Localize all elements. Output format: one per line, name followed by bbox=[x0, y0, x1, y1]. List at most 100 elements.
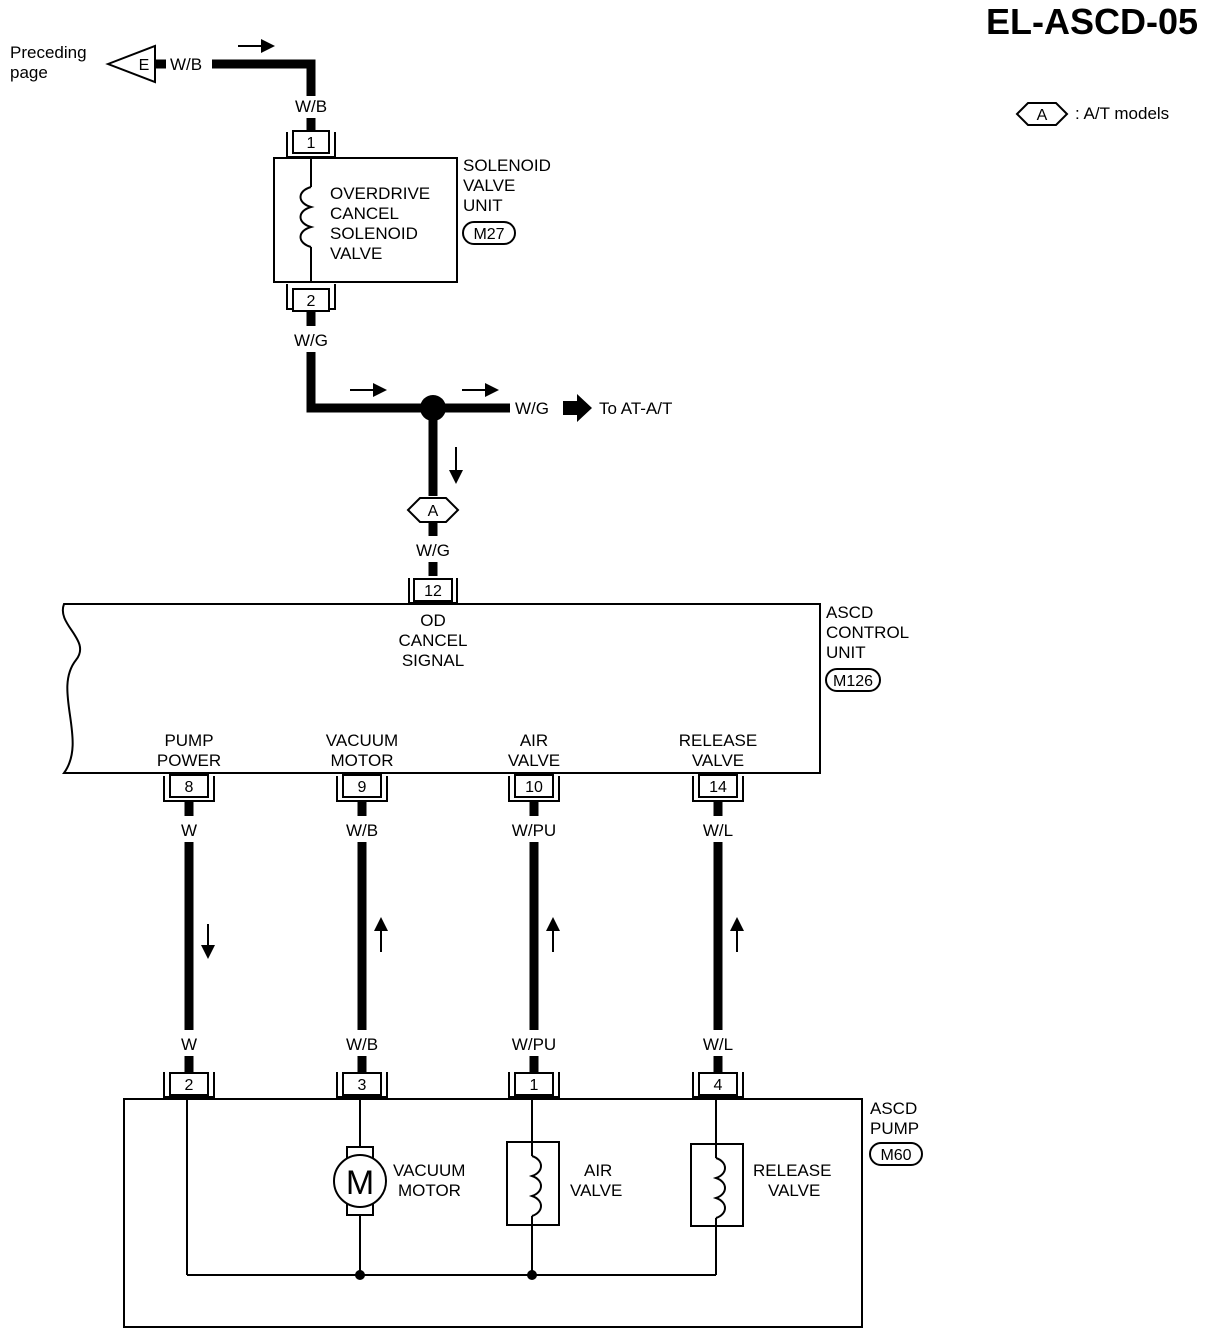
solenoid-pin-top: 1 bbox=[307, 135, 316, 152]
pump-pin: 4 bbox=[714, 1077, 723, 1094]
offpage-wire-color: W/B bbox=[170, 55, 202, 74]
terminal-label-vacuum-motor-line2: MOTOR bbox=[331, 751, 394, 770]
wire-color-top: W/PU bbox=[512, 821, 556, 840]
circuit-vacuum-motor: 9 W/B W/B 3 bbox=[336, 774, 388, 1098]
terminal-label-air-valve-line1: AIR bbox=[520, 731, 548, 750]
offpage-connector-in: Preceding page E W/B bbox=[10, 43, 202, 84]
pin-box bbox=[514, 1072, 554, 1096]
air-valve-label-line2: VALVE bbox=[570, 1181, 622, 1200]
ascd-control-unit: 12 OD CANCEL SIGNAL ASCD CONTROL UNIT M1… bbox=[61, 578, 909, 774]
offpage-label-line1: Preceding bbox=[10, 43, 87, 62]
wire-color-bottom: W/L bbox=[703, 1035, 733, 1054]
coil-icon bbox=[528, 1155, 542, 1217]
motor-symbol: M bbox=[346, 1164, 374, 1202]
pump-connector-badge bbox=[869, 1142, 923, 1166]
terminal-label-vacuum-motor-line1: VACUUM bbox=[326, 731, 398, 750]
solenoid-connector-badge bbox=[462, 221, 516, 245]
motor-icon bbox=[333, 1154, 387, 1208]
wire-color-top: W/B bbox=[346, 821, 378, 840]
vacuum-motor-label-line2: MOTOR bbox=[398, 1181, 461, 1200]
pump-box bbox=[123, 1098, 863, 1328]
pin-box bbox=[292, 130, 330, 154]
control-pin: 9 bbox=[358, 779, 367, 796]
option-marker-letter: A bbox=[428, 503, 439, 520]
pin-box bbox=[169, 774, 209, 798]
solenoid-wire-top-label: W/B bbox=[295, 97, 327, 116]
pin-box bbox=[342, 774, 382, 798]
air-valve-label-line1: AIR bbox=[584, 1161, 612, 1180]
solenoid-unit-box bbox=[273, 157, 458, 283]
pin-box bbox=[342, 1072, 382, 1096]
legend-option-symbol bbox=[1015, 102, 1069, 126]
legend: A : A/T models bbox=[1015, 102, 1169, 126]
pump-pin: 1 bbox=[530, 1077, 539, 1094]
circuit-air-valve: 10 W/PU W/PU 1 bbox=[508, 774, 560, 1098]
solenoid-pin-bottom: 2 bbox=[307, 293, 316, 310]
wire-color-bottom: W/B bbox=[346, 1035, 378, 1054]
connector-bracket bbox=[508, 1072, 560, 1098]
solenoid-connector-id: M27 bbox=[473, 226, 504, 243]
wire-color-bottom: W bbox=[181, 1035, 197, 1054]
solenoid-component-line4: VALVE bbox=[330, 244, 382, 263]
junction-dot bbox=[355, 1270, 365, 1280]
ascd-pump: ASCD PUMP M60 M VACUUM MOTOR AIR VALVE bbox=[123, 1098, 923, 1328]
circuit-pump-power: 8 W W 2 bbox=[163, 774, 215, 1098]
pump-name-line2: PUMP bbox=[870, 1119, 919, 1138]
pin-box bbox=[514, 774, 554, 798]
control-od-pin: 12 bbox=[424, 583, 442, 600]
terminal-label-pump-power-line1: PUMP bbox=[164, 731, 213, 750]
terminal-label-release-valve-line2: VALVE bbox=[692, 751, 744, 770]
connector-bracket bbox=[336, 1072, 388, 1098]
control-unit-name-line3: UNIT bbox=[826, 643, 866, 662]
pump-name-line1: ASCD bbox=[870, 1099, 917, 1118]
control-unit-name-line2: CONTROL bbox=[826, 623, 909, 642]
release-valve-label-line2: VALVE bbox=[768, 1181, 820, 1200]
wire-color-top: W bbox=[181, 821, 197, 840]
pin-box bbox=[169, 1072, 209, 1096]
control-pin: 14 bbox=[709, 779, 727, 796]
control-unit-name-line1: ASCD bbox=[826, 603, 873, 622]
terminal-label-pump-power-line2: POWER bbox=[157, 751, 221, 770]
control-unit-box bbox=[61, 603, 821, 774]
pin-box bbox=[698, 1072, 738, 1096]
od-label-line1: OD bbox=[420, 611, 446, 630]
connector-bracket bbox=[692, 1072, 744, 1098]
to-arrow-icon bbox=[563, 394, 592, 422]
circuit-release-valve: 14 W/L W/L 4 bbox=[692, 774, 744, 1098]
wire-color-top: W/L bbox=[703, 821, 733, 840]
od-label-line2: CANCEL bbox=[399, 631, 468, 650]
pin-box bbox=[413, 578, 453, 602]
solenoid-unit-name-line2: VALVE bbox=[463, 176, 515, 195]
option-marker-symbol bbox=[406, 497, 460, 523]
solenoid-valve-unit: 1 OVERDRIVE CANCEL SOLENOID VALVE SOLENO… bbox=[273, 130, 551, 312]
solenoid-component-line1: OVERDRIVE bbox=[330, 184, 430, 203]
pump-pin: 3 bbox=[358, 1077, 367, 1094]
connector-bracket bbox=[163, 1072, 215, 1098]
solenoid-wire-bottom-label: W/G bbox=[294, 331, 328, 350]
option-wire-color: W/G bbox=[416, 541, 450, 560]
terminal-label-release-valve-line1: RELEASE bbox=[679, 731, 757, 750]
control-pin: 8 bbox=[185, 779, 194, 796]
vacuum-motor-label-line1: VACUUM bbox=[393, 1161, 465, 1180]
wire-color-bottom: W/PU bbox=[512, 1035, 556, 1054]
junction-dot bbox=[527, 1270, 537, 1280]
branch-wire-color: W/G bbox=[515, 399, 549, 418]
coil-icon bbox=[712, 1157, 726, 1219]
offpage-connector-letter: E bbox=[139, 57, 150, 74]
pump-pin: 2 bbox=[185, 1077, 194, 1094]
od-label-line3: SIGNAL bbox=[402, 651, 464, 670]
offpage-label-line2: page bbox=[10, 63, 48, 82]
coil-icon bbox=[299, 186, 315, 248]
wire-wb-feed bbox=[212, 59, 316, 96]
solenoid-component-line3: SOLENOID bbox=[330, 224, 418, 243]
page-code: EL-ASCD-05 bbox=[986, 1, 1198, 42]
solenoid-unit-name-line1: SOLENOID bbox=[463, 156, 551, 175]
control-pin: 10 bbox=[525, 779, 543, 796]
pump-connector-id: M60 bbox=[880, 1147, 911, 1164]
branch-destination: To AT-A/T bbox=[599, 399, 672, 418]
solenoid-unit-name-line3: UNIT bbox=[463, 196, 503, 215]
pin-box bbox=[698, 774, 738, 798]
control-connector-id: M126 bbox=[833, 673, 873, 690]
release-valve-label-line1: RELEASE bbox=[753, 1161, 831, 1180]
